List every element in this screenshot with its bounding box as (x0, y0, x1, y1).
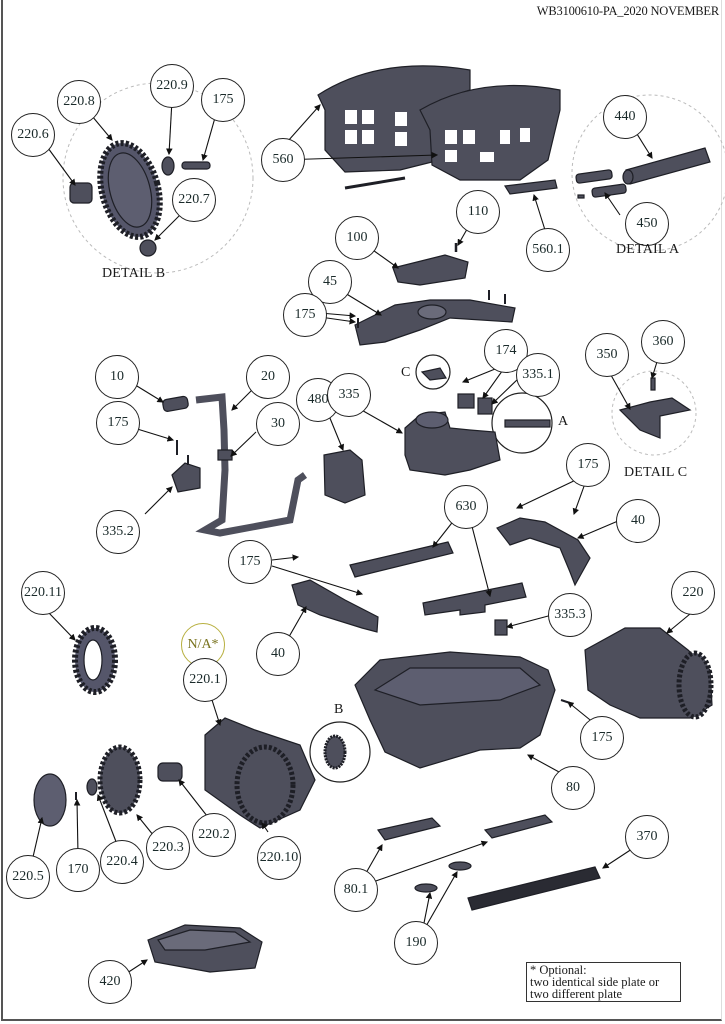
callout-220-4[interactable]: 220.4 (100, 840, 144, 884)
tube-440 (625, 147, 711, 185)
part-335-3 (494, 619, 508, 636)
callout-335-3[interactable]: 335.3 (548, 593, 592, 637)
callout-175-side-right[interactable]: 175 (566, 443, 610, 487)
note-line-2: two identical side plate or (530, 975, 660, 989)
callout-450[interactable]: 450 (625, 202, 669, 246)
callout-420[interactable]: 420 (88, 960, 132, 1004)
callout-30[interactable]: 30 (256, 402, 300, 446)
callout-220-3[interactable]: 220.3 (146, 826, 190, 870)
callout-560[interactable]: 560 (261, 138, 305, 182)
optional-note: * Optional: two identical side plate or … (526, 962, 681, 1002)
callout-335-1[interactable]: 335.1 (516, 353, 560, 397)
callout-20[interactable]: 20 (246, 355, 290, 399)
ref-letter-c: C (401, 365, 411, 380)
detail-b-label: DETAIL B (102, 266, 166, 281)
callout-175-body[interactable]: 175 (580, 716, 624, 760)
callout-220-11[interactable]: 220.11 (21, 571, 65, 615)
brush-370 (467, 866, 601, 911)
callout-80-1[interactable]: 80.1 (334, 868, 378, 912)
detail-a-circle (571, 94, 725, 252)
callout-100[interactable]: 100 (335, 216, 379, 260)
callout-80[interactable]: 80 (551, 766, 595, 810)
callout-220-2[interactable]: 220.2 (192, 813, 236, 857)
skirt-630-a (349, 541, 454, 578)
side-plate-40-right (496, 517, 591, 587)
top-cover-45 (354, 299, 516, 346)
callout-350[interactable]: 350 (585, 333, 629, 377)
wheel-220-10 (234, 744, 296, 826)
callout-220-5[interactable]: 220.5 (6, 855, 50, 899)
pin-190-a (414, 883, 438, 893)
callout-175-top-cover[interactable]: 175 (283, 293, 327, 337)
detail-c-label: DETAIL C (624, 465, 688, 480)
ref-letter-b: B (334, 702, 344, 717)
holder-335-2 (171, 462, 201, 493)
cap-220-5 (33, 773, 67, 827)
callout-40-right[interactable]: 40 (616, 499, 660, 543)
callout-220-10[interactable]: 220.10 (257, 836, 301, 880)
pin-175 (181, 161, 211, 170)
callout-170[interactable]: 170 (56, 848, 100, 892)
impeller-350 (618, 397, 692, 439)
clip-174-a (457, 393, 475, 409)
washer-220-9 (161, 156, 175, 176)
note-line-3: two different plate (530, 987, 623, 1001)
washer-220-4 (86, 778, 98, 796)
ring-30 (217, 449, 233, 461)
clip-80-1-b (483, 814, 554, 839)
callout-10[interactable]: 10 (95, 355, 139, 399)
callout-370[interactable]: 370 (625, 815, 669, 859)
callout-175-detail-b[interactable]: 175 (201, 78, 245, 122)
pin-190-b (448, 861, 472, 871)
strip-560-1 (503, 179, 558, 195)
skirt-630-b (422, 582, 527, 616)
callout-110[interactable]: 110 (456, 190, 500, 234)
rod-a1 (575, 169, 613, 184)
bushing-220-2 (157, 762, 183, 782)
rod-450 (591, 183, 627, 198)
hose-20 (195, 393, 308, 537)
callout-440[interactable]: 440 (603, 95, 647, 139)
nut-220-7 (139, 239, 157, 257)
cover-100 (392, 254, 469, 286)
detail-a-label: DETAIL A (616, 242, 680, 257)
detail-c-circle (611, 370, 697, 456)
connector-10 (162, 395, 189, 412)
callout-335[interactable]: 335 (327, 373, 371, 417)
note-line-1: * Optional: (530, 963, 587, 977)
callout-220-6[interactable]: 220.6 (11, 113, 55, 157)
callout-220-7[interactable]: 220.7 (172, 178, 216, 222)
side-plate-40-left (291, 579, 379, 633)
ref-letter-a: A (558, 414, 569, 429)
callout-190[interactable]: 190 (394, 921, 438, 965)
clip-80-1-a (376, 817, 442, 841)
callout-175-holder[interactable]: 175 (96, 401, 140, 445)
filter-basket-right (419, 84, 561, 181)
callout-220[interactable]: 220 (671, 571, 715, 615)
callout-220-8[interactable]: 220.8 (57, 80, 101, 124)
callout-175-side-left[interactable]: 175 (228, 540, 272, 584)
bushing-220-6 (69, 182, 93, 204)
screw-360 (650, 377, 656, 391)
box-480 (323, 449, 366, 504)
clip-174-b (477, 397, 493, 415)
callout-220-1[interactable]: 220.1 (183, 658, 227, 702)
callout-40-left[interactable]: 40 (256, 632, 300, 676)
callout-360[interactable]: 360 (641, 320, 685, 364)
document-id: WB3100610-PA_2020 NOVEMBER (536, 4, 719, 18)
callout-630[interactable]: 630 (444, 485, 488, 529)
wheel-220-3 (97, 744, 143, 816)
callout-560-1[interactable]: 560.1 (526, 228, 570, 272)
callout-220-9[interactable]: 220.9 (150, 64, 194, 108)
callout-335-2[interactable]: 335.2 (96, 510, 140, 554)
